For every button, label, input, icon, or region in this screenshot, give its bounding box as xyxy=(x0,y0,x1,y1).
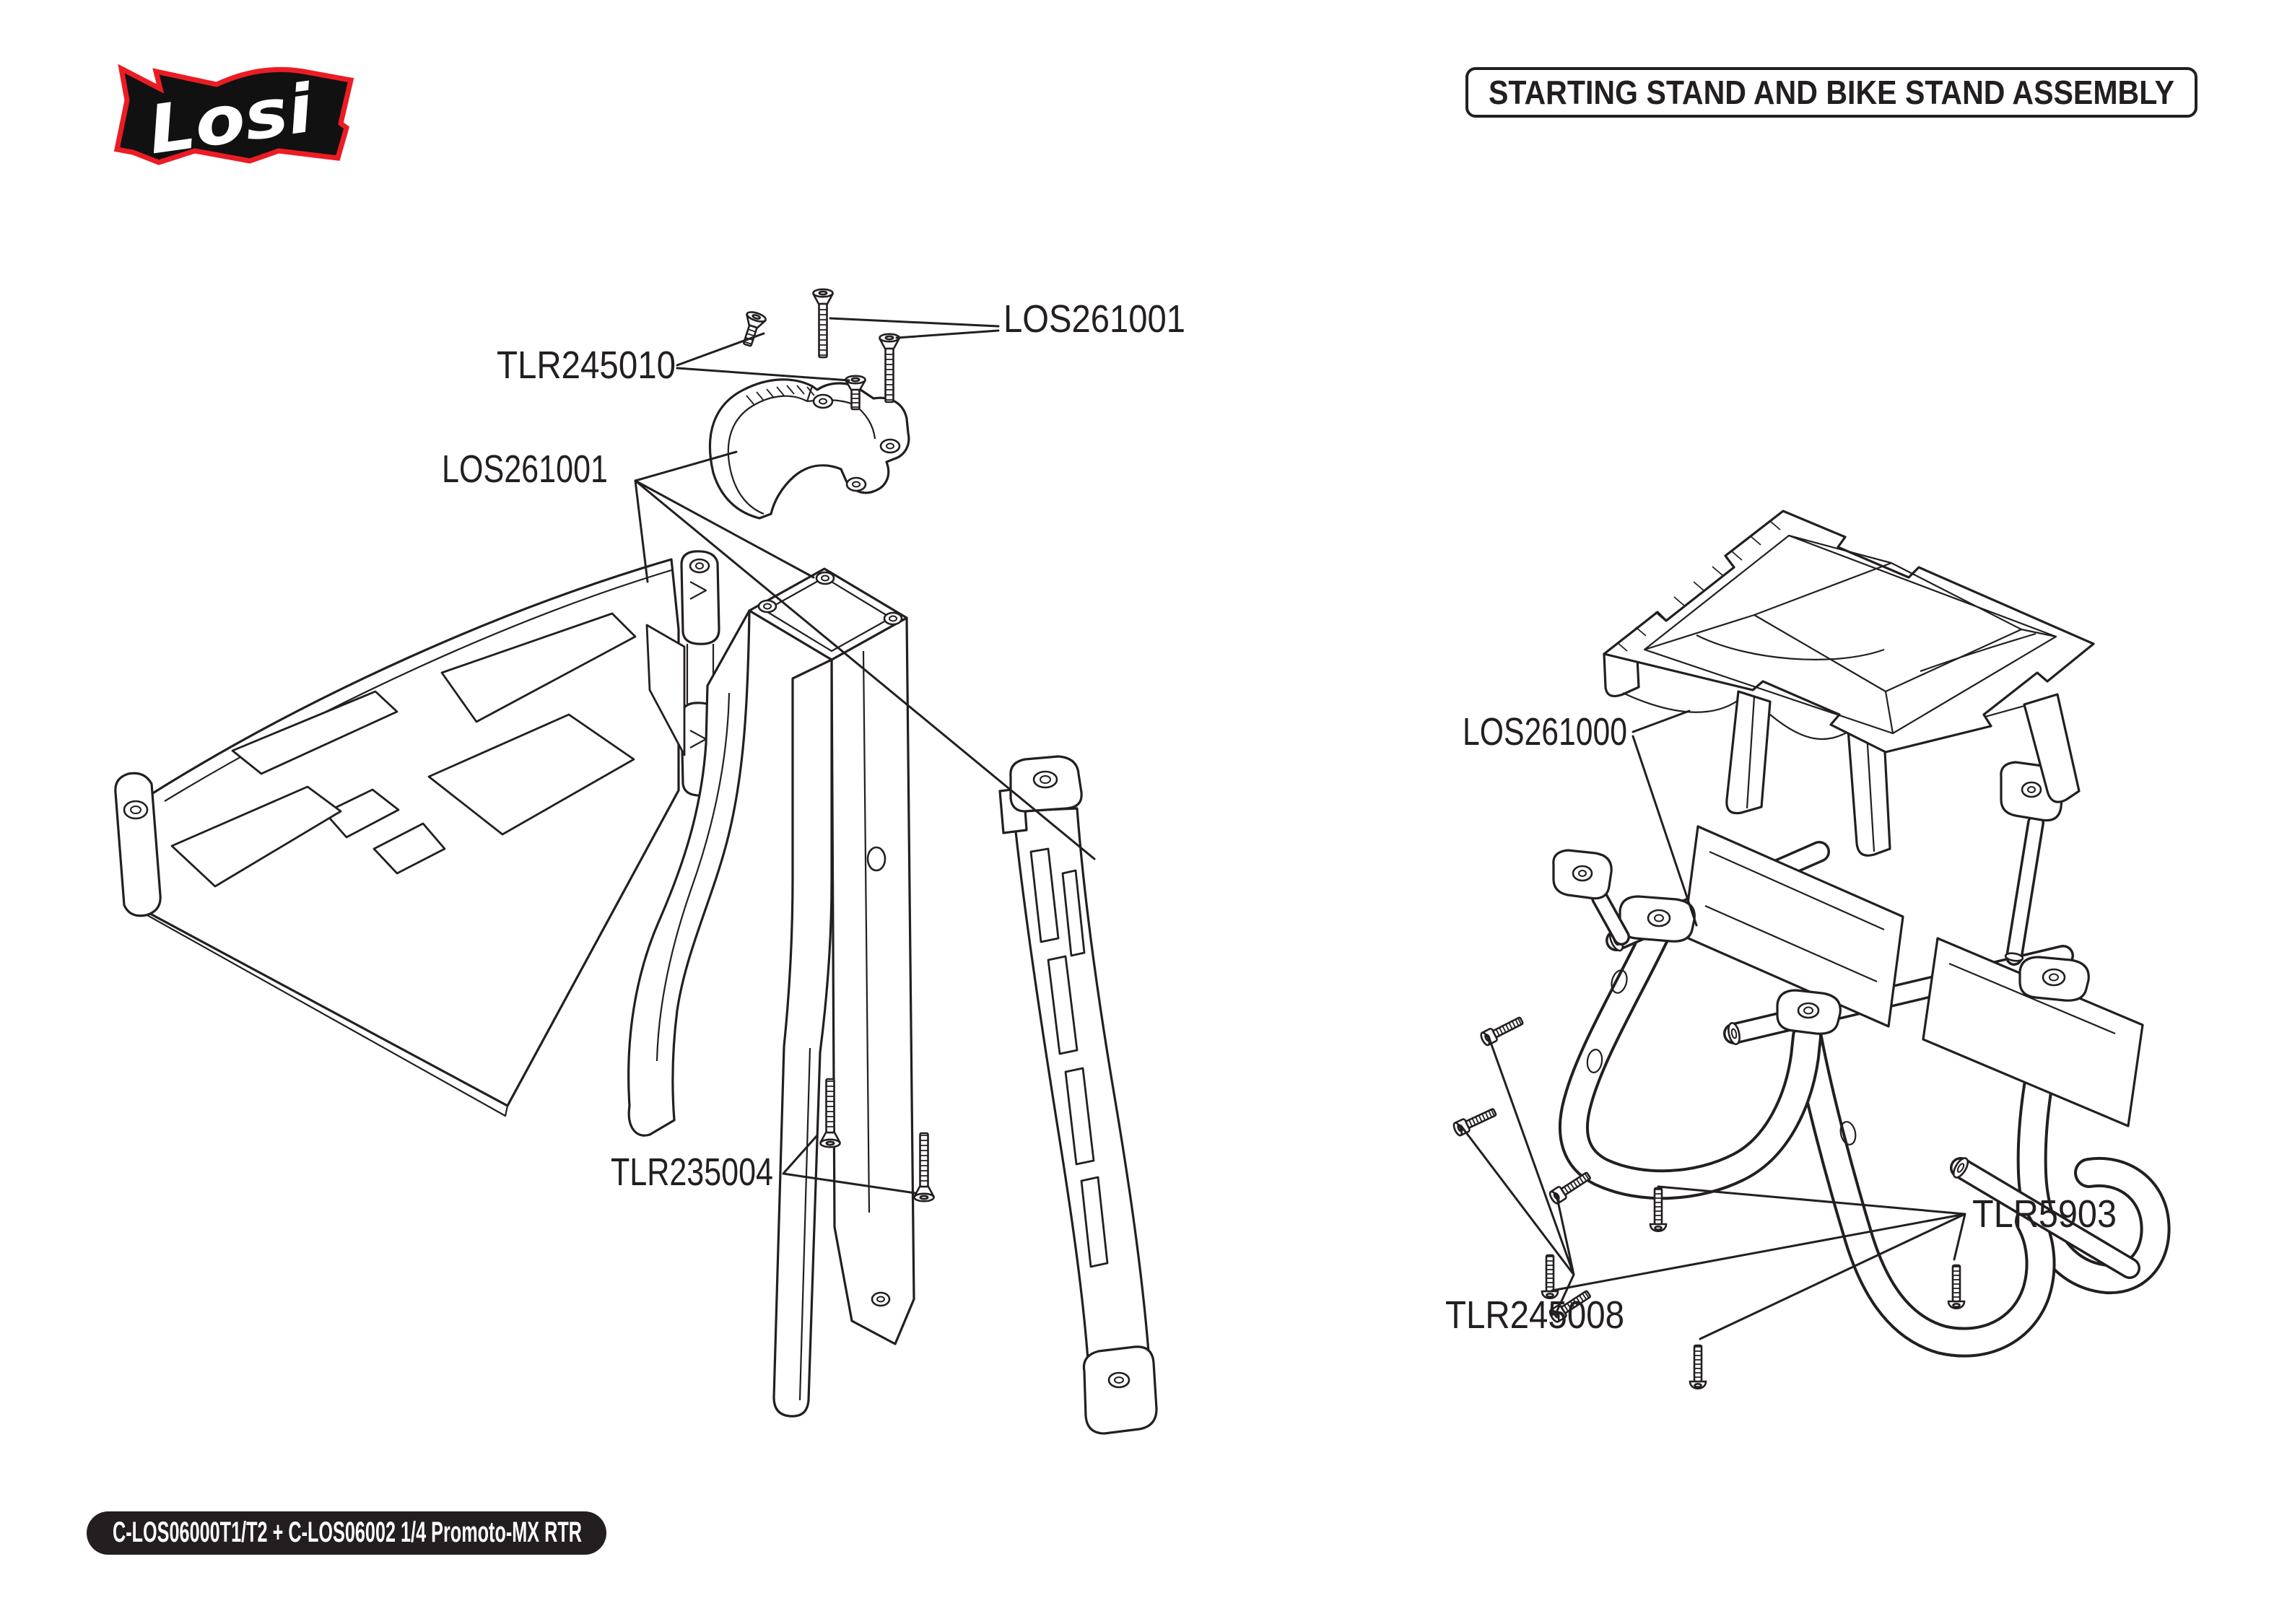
cap-screw xyxy=(1451,1104,1499,1138)
part-label-tlr245010: TLR245010 xyxy=(497,344,676,387)
flathead-screw-long xyxy=(913,1132,935,1202)
saddle-grip-hatching xyxy=(746,385,815,405)
button-screw xyxy=(1689,1344,1707,1390)
losi-logo: Losi xyxy=(113,64,354,169)
cap-screw xyxy=(1478,1013,1526,1047)
part-number-labels: LOS261001 TLR245010 LOS261001 TLR235004 … xyxy=(442,297,2117,1337)
bike-stand-frame xyxy=(1559,825,2171,1358)
cradle-leg-right xyxy=(2023,693,2081,803)
cap-screw xyxy=(1547,1169,1594,1206)
page-title: STARTING STAND AND BIKE STAND ASSEMBLY xyxy=(1489,74,2174,111)
flathead-screw-long xyxy=(879,333,900,403)
part-label-los261000: LOS261000 xyxy=(1463,710,1627,754)
bike-stand-cradle xyxy=(1603,510,2095,857)
stand-center-column xyxy=(627,567,915,1418)
stand-saddle-bracket xyxy=(708,378,910,520)
part-label-los261001-stand: LOS261001 xyxy=(442,448,608,491)
cradle-leg-front-left xyxy=(1725,690,1772,815)
cradle-leg-left xyxy=(1603,652,1640,697)
button-screw xyxy=(1541,1254,1559,1300)
part-label-tlr235004: TLR235004 xyxy=(611,1151,773,1194)
button-screw xyxy=(1947,1264,1966,1310)
plate-hinge-barrel-top xyxy=(680,550,720,645)
stand-side-plate-right xyxy=(998,755,1158,1435)
footer-pill xyxy=(87,1511,606,1555)
leader-lines xyxy=(634,317,1966,1340)
stand-side-plate-left xyxy=(114,550,720,1117)
part-label-tlr245008: TLR245008 xyxy=(1445,1293,1624,1337)
footer-product-tag: C-LOS06000T1/T2 + C-LOS06002 1/4 Promoto… xyxy=(87,1511,606,1555)
part-label-tlr5903: TLR5903 xyxy=(1972,1192,2117,1236)
title-box: STARTING STAND AND BIKE STAND ASSEMBLY xyxy=(1465,67,2197,118)
flathead-screw-long xyxy=(812,288,834,359)
cradle-leg-front xyxy=(1847,728,1891,857)
footer-product-label: C-LOS06000T1/T2 + C-LOS06002 1/4 Promoto… xyxy=(113,1516,582,1548)
bike-stand-assembly xyxy=(1451,510,2171,1390)
starting-stand-assembly xyxy=(114,288,1158,1435)
cradle-rim xyxy=(1603,510,2095,754)
cradle-grip-hatching xyxy=(1616,520,1781,652)
losi-logo-banner xyxy=(113,64,354,165)
part-label-los261001-hardware: LOS261001 xyxy=(1003,297,1185,341)
